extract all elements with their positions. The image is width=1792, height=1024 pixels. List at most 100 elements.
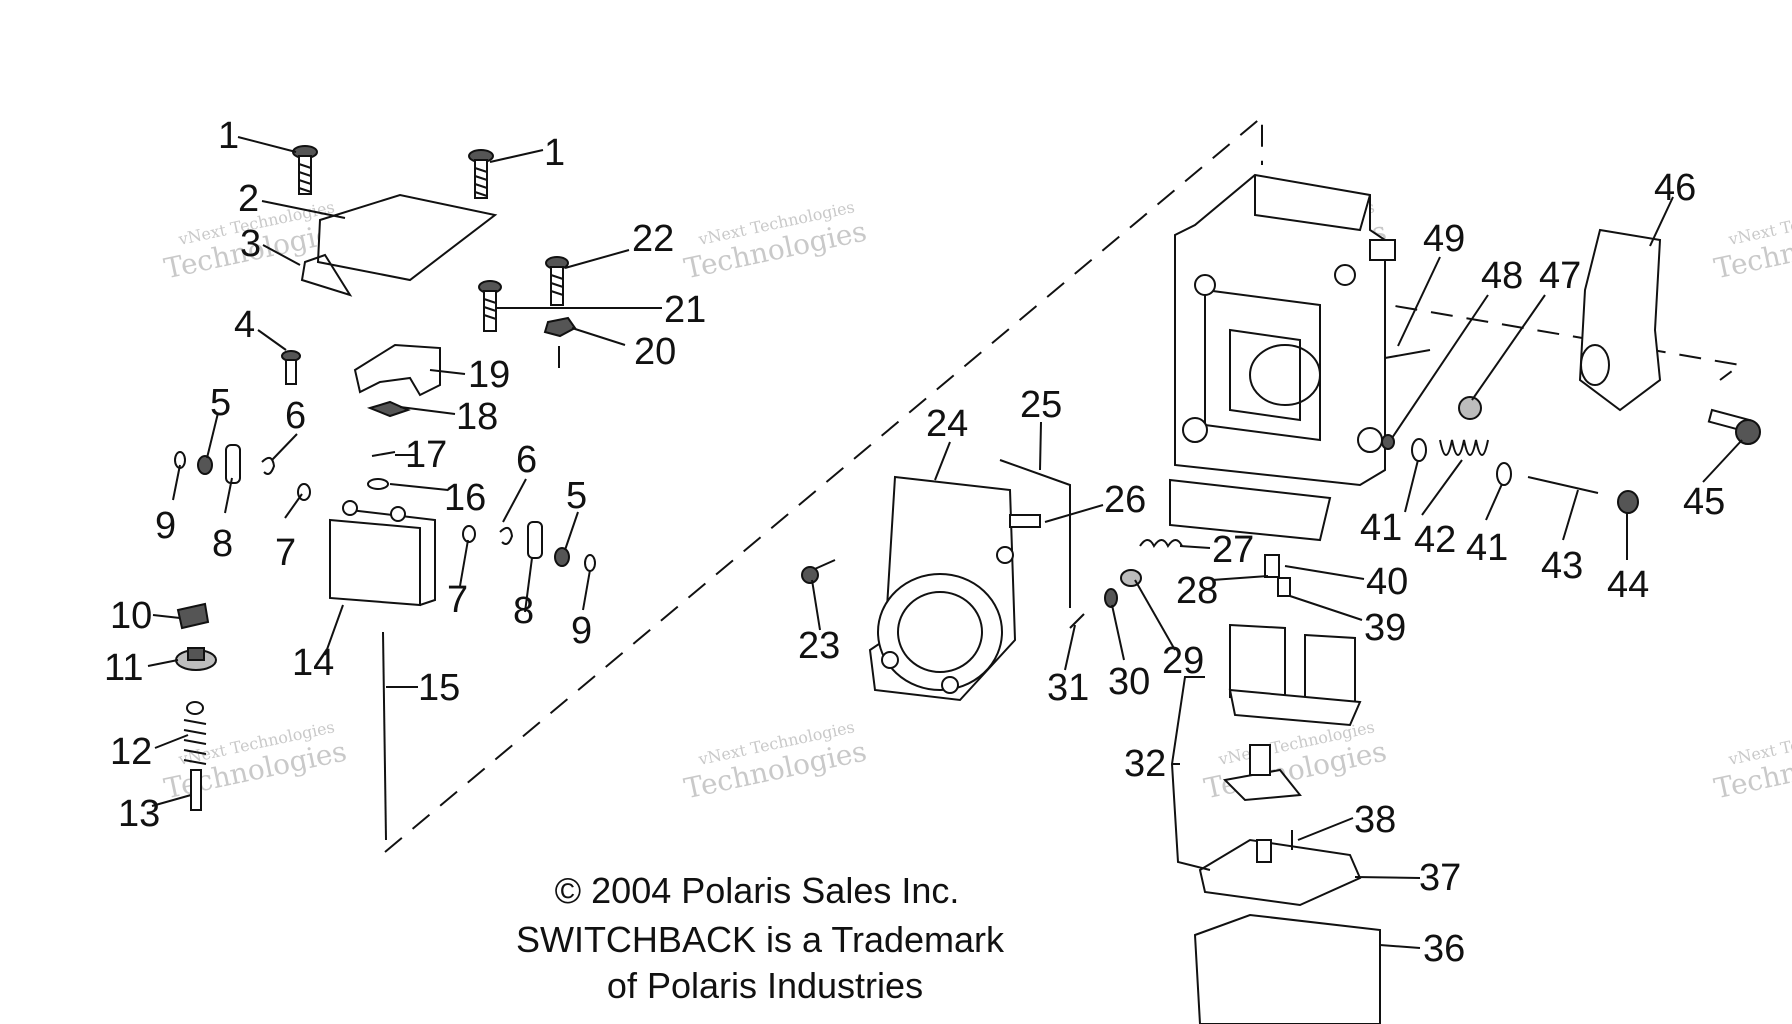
link-plate [527, 521, 543, 559]
fitting [1277, 577, 1291, 597]
fitting [1264, 554, 1280, 578]
callout-26: 26 [1104, 479, 1146, 521]
e-clip [1381, 434, 1395, 450]
bracket [353, 343, 441, 397]
callout-40: 40 [1366, 561, 1408, 603]
pin [371, 451, 396, 457]
callout-5: 5 [210, 382, 231, 424]
callout-11: 11 [104, 647, 143, 689]
carburetor-body [1169, 173, 1396, 542]
screw-part [545, 256, 569, 306]
callout-19: 19 [468, 354, 510, 396]
pin [1069, 613, 1085, 629]
trademark-owner-line: of Polaris Industries [607, 965, 923, 1006]
screw-part [801, 559, 836, 584]
screw-part [478, 280, 502, 332]
callout-8: 8 [212, 523, 233, 565]
callout-38: 38 [1354, 799, 1396, 841]
intake-flange [868, 475, 1041, 702]
washer [367, 478, 389, 490]
callout-45: 45 [1683, 481, 1725, 523]
o-ring [1104, 588, 1118, 608]
plug [1617, 490, 1639, 514]
callout-30: 30 [1108, 661, 1150, 703]
nut [543, 316, 577, 338]
callout-49: 49 [1423, 218, 1465, 260]
callout-14: 14 [292, 642, 334, 684]
callout-7: 7 [447, 579, 468, 621]
callout-29: 29 [1162, 640, 1204, 682]
washer [1411, 438, 1427, 462]
screw-part [281, 350, 301, 385]
spring [1139, 539, 1183, 548]
copyright-block: © 2004 Polaris Sales Inc. SWITCHBACK is … [516, 870, 1005, 1006]
fitting [1256, 839, 1272, 863]
callout-48: 48 [1481, 255, 1523, 297]
callout-12: 12 [110, 731, 152, 773]
pivot-pin [1384, 349, 1431, 359]
copyright-line: © 2004 Polaris Sales Inc. [555, 870, 960, 911]
bushing [462, 525, 476, 543]
callout-9: 9 [571, 610, 592, 652]
pilot-screw [183, 701, 207, 811]
link-plate [225, 444, 241, 484]
callout-16: 16 [444, 477, 486, 519]
callout-27: 27 [1212, 529, 1254, 571]
callout-28: 28 [1176, 570, 1218, 612]
spring-clip [499, 526, 514, 545]
clip [366, 400, 411, 418]
gasket [300, 253, 353, 297]
bowl-gasket [1198, 838, 1362, 907]
cap-nut [176, 602, 210, 630]
callout-17: 17 [405, 434, 447, 476]
callout-37: 37 [1419, 857, 1461, 899]
spring [1439, 439, 1489, 456]
screw-part [468, 149, 494, 199]
callout-43: 43 [1541, 545, 1583, 587]
callout-8: 8 [513, 590, 534, 632]
callout-23: 23 [798, 625, 840, 667]
callout-1: 1 [544, 132, 565, 174]
trademark-line: SWITCHBACK is a Trademark [516, 919, 1005, 960]
screw-part [292, 145, 318, 195]
throttle-cover [1578, 228, 1662, 412]
washer [584, 554, 596, 572]
callout-46: 46 [1654, 167, 1696, 209]
callout-4: 4 [234, 304, 255, 346]
callout-24: 24 [926, 403, 968, 445]
nut [197, 455, 213, 475]
callout-20: 20 [634, 331, 676, 373]
reed-block [329, 500, 436, 607]
callout-22: 22 [632, 218, 674, 260]
needle [382, 631, 387, 841]
callout-6: 6 [516, 439, 537, 481]
callout-42: 42 [1414, 519, 1456, 561]
callout-13: 13 [118, 793, 160, 835]
callout-21: 21 [664, 289, 706, 331]
leader-lines [147, 136, 1743, 949]
callout-25: 25 [1020, 384, 1062, 426]
spring-clip [261, 456, 276, 475]
callout-47: 47 [1539, 255, 1581, 297]
left-assembly [174, 145, 596, 841]
callout-9: 9 [155, 505, 176, 547]
jet-holder-top [187, 647, 205, 661]
callout-5: 5 [566, 475, 587, 517]
washer [1496, 462, 1512, 486]
callout-6: 6 [285, 395, 306, 437]
callout-15: 15 [418, 667, 460, 709]
callout-44: 44 [1607, 564, 1649, 606]
callout-41: 41 [1360, 507, 1402, 549]
callout-1: 1 [218, 115, 239, 157]
callout-3: 3 [240, 223, 261, 265]
callout-labels: 1 1 2 3 4 5 6 9 8 7 19 18 17 16 6 5 7 8 … [104, 115, 1725, 970]
idle-screw [1527, 476, 1599, 494]
throttle-rod [999, 459, 1071, 608]
callout-39: 39 [1364, 607, 1406, 649]
nut [554, 547, 570, 567]
callout-32: 32 [1124, 743, 1166, 785]
callout-10: 10 [110, 595, 152, 637]
callout-36: 36 [1423, 928, 1465, 970]
callout-18: 18 [456, 396, 498, 438]
callout-41: 41 [1466, 527, 1508, 569]
